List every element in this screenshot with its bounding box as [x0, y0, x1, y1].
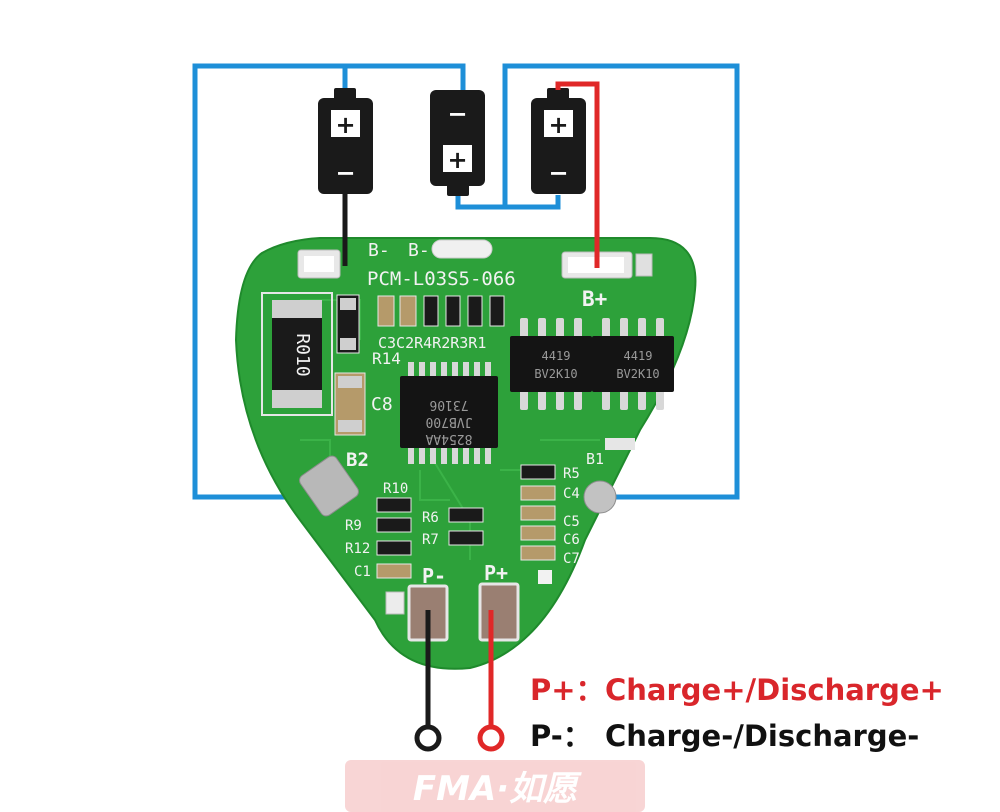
label-top-components: C3C2R4R2R3R1: [378, 334, 486, 352]
wire-b1-to-battery-junction: [502, 63, 740, 500]
legend-p-minus-label: P-：: [530, 719, 592, 753]
p-plus-pad: [478, 582, 520, 642]
b-minus-pad-oval: [431, 239, 493, 259]
svg-text:+: +: [447, 146, 467, 174]
label-p-minus: P-: [422, 564, 446, 588]
label-r6: R6: [422, 510, 439, 526]
legend-p-plus-label: P+：: [530, 673, 605, 707]
wire-battery3-plus-to-b-plus: [555, 81, 600, 268]
label-resistor-value: R010: [292, 333, 313, 376]
right-component-stack: [520, 464, 556, 561]
ic-text-3: 73106: [429, 397, 468, 412]
b1-pad: [583, 480, 617, 514]
watermark: FMA·如愿: [345, 760, 645, 812]
label-p-plus: P+: [484, 561, 508, 585]
mosfet-1-text-1: 4419: [542, 349, 571, 363]
wire-battery2-to-battery3: [455, 188, 561, 210]
label-b-minus-2: B-: [408, 240, 430, 261]
battery-1: + −: [318, 88, 373, 194]
terminal-p-minus: [414, 724, 442, 752]
mosfet-2-text-2: BV2K10: [616, 367, 659, 381]
mosfet-1: 4419 BV2K10: [510, 318, 592, 410]
mosfet-2: 4419 BV2K10: [592, 318, 674, 410]
blue-wires: [192, 63, 740, 500]
ic-text-1: 8254AA: [425, 431, 472, 446]
svg-text:−: −: [447, 100, 467, 128]
label-board-model: PCM-L03S5-066: [367, 268, 516, 290]
label-c4: C4: [563, 486, 580, 502]
shunt-resistor: R010: [261, 292, 333, 416]
label-c5: C5: [563, 514, 580, 530]
watermark-text: FMA·如愿: [413, 769, 582, 809]
legend: P+： Charge+/Discharge+ P-： Charge-/Disch…: [530, 673, 944, 753]
battery-3: + −: [531, 88, 586, 194]
label-c8: C8: [371, 394, 393, 415]
ic-text-2: JVB700: [426, 414, 473, 429]
legend-p-plus-text: Charge+/Discharge+: [605, 673, 944, 707]
terminal-p-plus: [477, 724, 505, 752]
top-smd-row: [377, 295, 505, 327]
pcb-board: B- B- PCM-L03S5-066 B+ R010 R14 C8: [234, 237, 697, 670]
legend-p-minus-text: Charge-/Discharge-: [605, 719, 919, 753]
label-c7: C7: [563, 551, 580, 567]
label-r9: R9: [345, 518, 362, 534]
svg-text:+: +: [548, 111, 568, 139]
battery-2: − +: [430, 90, 485, 196]
label-r7: R7: [422, 532, 439, 548]
label-r5: R5: [563, 466, 580, 482]
label-c1: C1: [354, 564, 371, 580]
lower-left-components: [376, 497, 412, 579]
label-r14: R14: [372, 349, 401, 368]
label-r12: R12: [345, 541, 370, 557]
label-b2: B2: [346, 449, 369, 471]
svg-text:+: +: [335, 111, 355, 139]
protection-ic: 8254AA JVB700 73106: [400, 362, 498, 464]
mosfet-1-text-2: BV2K10: [534, 367, 577, 381]
b2-pad: [299, 455, 359, 517]
svg-text:−: −: [335, 159, 355, 187]
label-r10: R10: [383, 481, 408, 497]
label-b-plus: B+: [582, 287, 607, 311]
mosfet-2-text-1: 4419: [624, 349, 653, 363]
svg-text:−: −: [548, 159, 568, 187]
label-b1: B1: [586, 450, 604, 468]
label-b-minus-1: B-: [368, 240, 390, 261]
wire-b2-to-battery-junction: [192, 63, 466, 500]
label-c6: C6: [563, 532, 580, 548]
